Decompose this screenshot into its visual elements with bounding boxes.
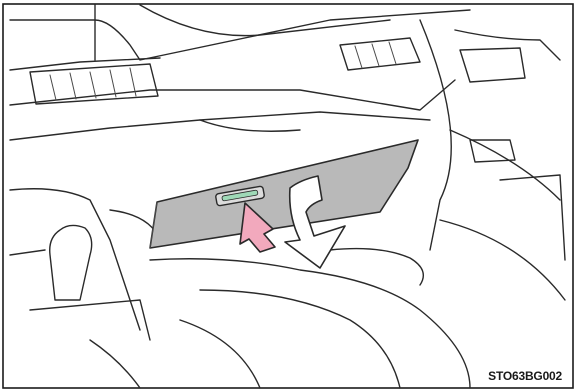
- figure-code: STO63BG002: [488, 369, 562, 383]
- glovebox-lid[interactable]: [150, 140, 418, 248]
